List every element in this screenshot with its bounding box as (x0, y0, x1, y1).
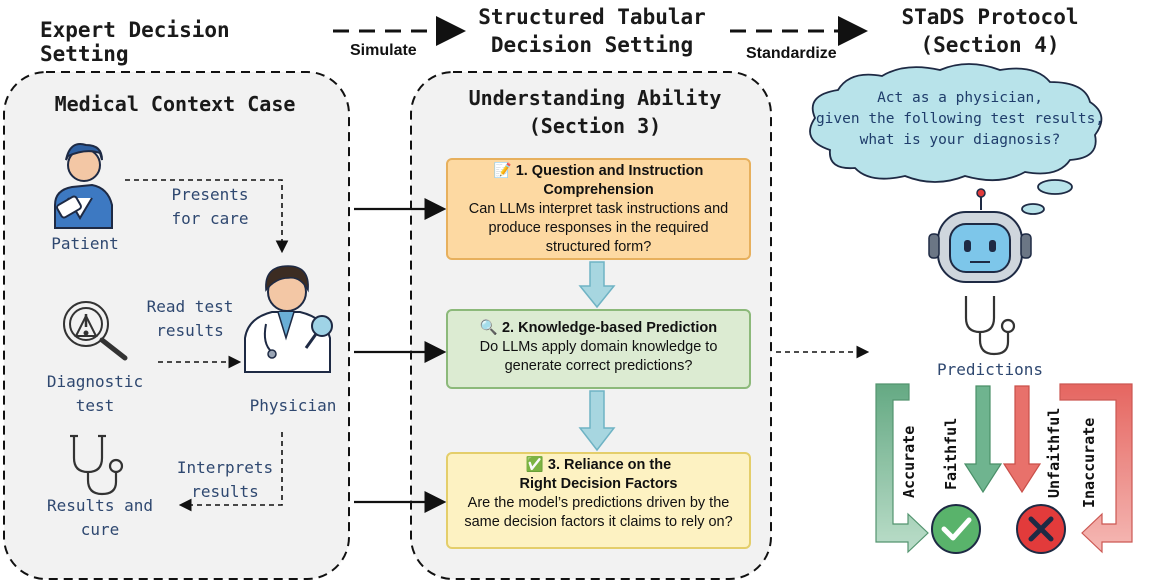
prompt-line1: Act as a physician, (877, 90, 1043, 106)
accurate-arrow (875, 383, 929, 554)
prompt-line2: given the following test results, (815, 111, 1105, 127)
box-knowledge-prediction: 🔍 2. Knowledge-based Prediction Do LLMs … (446, 309, 751, 389)
prompt-line3: what is your diagnosis? (859, 132, 1061, 148)
understanding-title-line2: (Section 3) (528, 114, 662, 138)
expert-setting-title: Expert Decision Setting (40, 18, 230, 66)
box1-body-line3: structured form? (545, 239, 652, 255)
results-label-line1: Results and (47, 496, 153, 515)
box2-body-line1: Do LLMs apply domain knowledge to (479, 339, 718, 355)
cross-icon (1016, 504, 1066, 554)
box1-head-line1: 1. Question and Instruction (515, 163, 704, 179)
down-arrow-2 (578, 390, 616, 452)
inaccurate-arrow (1059, 383, 1133, 554)
box1-body-line2: produce responses in the required (488, 220, 709, 236)
diagnostic-test-icon (63, 301, 128, 361)
patient-icon (54, 143, 113, 229)
diagnostic-label-line1: Diagnostic (46, 372, 144, 391)
check-icon (931, 504, 981, 554)
presents-label-line1: Presents (171, 185, 249, 204)
read-label-line1: Read test (146, 297, 234, 316)
stethoscope-icon (70, 434, 124, 496)
physician-label: Physician (249, 396, 337, 415)
physician-icon (244, 265, 333, 373)
box-decision-factors: ✅ 3. Reliance on the Right Decision Fact… (446, 452, 751, 549)
robot-icon (928, 188, 1032, 283)
interprets-label-line2: results (191, 482, 259, 501)
interprets-label-line1: Interprets (176, 458, 274, 477)
memo-icon: 📝 (493, 163, 512, 179)
box2-body-line2: generate correct predictions? (504, 358, 693, 374)
standardize-label: Standardize (746, 45, 837, 62)
faithful-label: Faithful (942, 417, 960, 490)
structured-setting-title-line1: Structured Tabular (478, 5, 706, 29)
presents-label-line2: for care (171, 209, 249, 228)
structured-setting-title-line2: Decision Setting (490, 33, 694, 57)
box3-head-line1: 3. Reliance on the (547, 457, 672, 473)
simulate-label: Simulate (350, 42, 417, 59)
faithful-arrow (963, 385, 1003, 494)
prompt-text: Act as a physician, given the following … (815, 88, 1105, 151)
down-arrow-1 (578, 261, 616, 309)
box3-head-line2: Right Decision Factors (519, 476, 678, 492)
box2-head: 2. Knowledge-based Prediction (501, 320, 718, 336)
inaccurate-label: Inaccurate (1080, 417, 1098, 508)
results-label-line2: cure (80, 520, 120, 539)
magnifier-icon: 🔍 (479, 320, 498, 336)
predictions-stethoscope-icon (964, 296, 1016, 356)
unfaithful-label: Unfaithful (1045, 407, 1063, 498)
box1-body-line1: Can LLMs interpret task instructions and (468, 201, 729, 217)
box-instruction-comprehension: 📝 1. Question and Instruction Comprehens… (446, 158, 751, 260)
box3-body-line2: same decision factors it claims to rely … (464, 514, 733, 530)
read-label-line2: results (156, 321, 224, 340)
diagnostic-label-line2: test (75, 396, 115, 415)
prompt-cloud (809, 63, 1103, 215)
protocol-title-line2: (Section 4) (920, 33, 1060, 57)
box1-head-line2: Comprehension (543, 182, 654, 198)
box3-body-line1: Are the model’s predictions driven by th… (467, 495, 730, 511)
understanding-title-line1: Understanding Ability (468, 86, 722, 110)
predictions-label: Predictions (937, 360, 1043, 379)
unfaithful-arrow (1002, 385, 1042, 494)
protocol-title-line1: STaDS Protocol (901, 5, 1079, 29)
patient-label: Patient (51, 234, 119, 253)
accurate-label: Accurate (900, 425, 918, 498)
checkmark-icon: ✅ (525, 457, 544, 473)
medical-panel-title: Medical Context Case (54, 92, 296, 116)
